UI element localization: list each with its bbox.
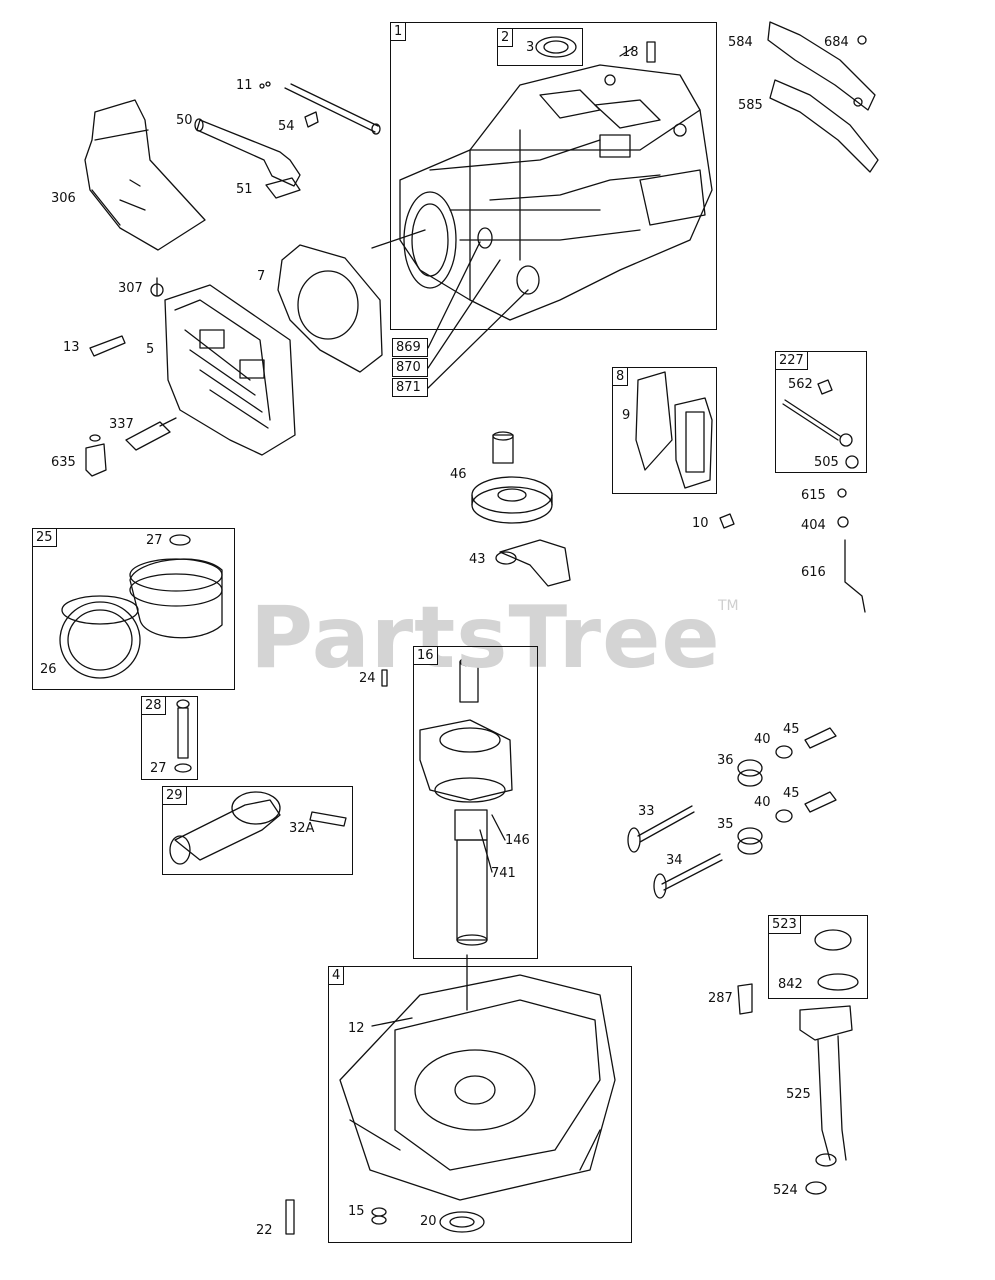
box-8 [612,367,717,494]
label-32A: 32A [289,821,315,836]
label-525: 525 [786,1087,811,1102]
label-33: 33 [638,804,655,819]
box-28 [141,696,198,780]
label-584: 584 [728,35,753,50]
label-3: 3 [526,40,535,55]
label-635: 635 [51,455,76,470]
label-40-top: 40 [754,732,771,747]
label-616: 616 [801,565,826,580]
box-2 [497,28,583,66]
label-24: 24 [359,671,376,686]
label-842: 842 [778,977,803,992]
box-label-28: 28 [141,696,166,715]
label-12: 12 [348,1021,365,1036]
tag-870: 870 [392,358,428,377]
label-40-bottom: 40 [754,795,771,810]
box-label-227: 227 [775,351,808,370]
label-18: 18 [622,45,639,60]
label-615: 615 [801,488,826,503]
tag-869: 869 [392,338,428,357]
label-54: 54 [278,119,295,134]
box-label-29: 29 [162,786,187,805]
label-5: 5 [146,342,155,357]
label-11: 11 [236,78,253,93]
label-505: 505 [814,455,839,470]
label-7: 7 [257,269,266,284]
label-51: 51 [236,182,253,197]
box-label-4: 4 [328,966,345,985]
box-label-8: 8 [612,367,629,386]
box-label-523: 523 [768,915,801,934]
label-146: 146 [505,833,530,848]
label-45-bottom: 45 [783,786,800,801]
label-287: 287 [708,991,733,1006]
label-306: 306 [51,191,76,206]
label-36: 36 [717,753,734,768]
engine-block-drawing [400,65,712,320]
label-34: 34 [666,853,683,868]
box-227 [775,351,867,473]
trademark-mark: TM [718,598,739,614]
label-45-top: 45 [783,722,800,737]
label-562: 562 [788,377,813,392]
box-label-25: 25 [32,528,57,547]
label-10: 10 [692,516,709,531]
label-50: 50 [176,113,193,128]
label-27-rod: 27 [150,761,167,776]
label-741: 741 [491,866,516,881]
label-35: 35 [717,817,734,832]
box-1 [390,22,717,330]
box-25 [32,528,235,690]
label-337: 337 [109,417,134,432]
box-label-1: 1 [390,22,407,41]
label-20: 20 [420,1214,437,1229]
label-9: 9 [622,408,631,423]
label-585: 585 [738,98,763,113]
box-4 [328,966,632,1243]
label-22: 22 [256,1223,273,1238]
label-684: 684 [824,35,849,50]
label-43: 43 [469,552,486,567]
label-13: 13 [63,340,80,355]
box-label-2: 2 [497,28,514,47]
box-523 [768,915,868,999]
label-404: 404 [801,518,826,533]
label-524: 524 [773,1183,798,1198]
label-26: 26 [40,662,57,677]
label-46: 46 [450,467,467,482]
watermark: PartsTree [250,588,721,688]
label-15: 15 [348,1204,365,1219]
label-307: 307 [118,281,143,296]
box-16 [413,646,538,959]
label-27-piston: 27 [146,533,163,548]
box-label-16: 16 [413,646,438,665]
tag-871: 871 [392,378,428,397]
box-29 [162,786,353,875]
